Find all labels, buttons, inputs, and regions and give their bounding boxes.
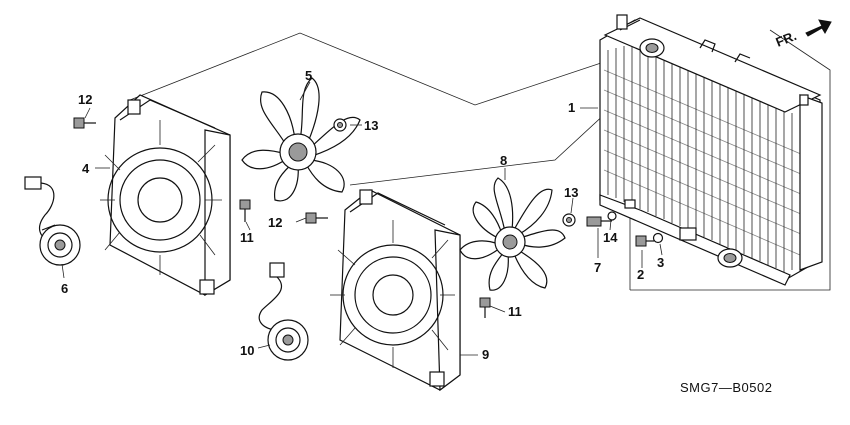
callout-2: 2 xyxy=(637,267,644,282)
bolt-12-lower xyxy=(305,212,328,224)
bolt-11-right xyxy=(479,297,491,318)
radiator-core xyxy=(607,44,809,272)
callout-leaders xyxy=(61,81,663,356)
callout-12-lower: 12 xyxy=(268,215,282,230)
callout-7: 7 xyxy=(594,260,601,275)
callout-14: 14 xyxy=(603,230,618,245)
callout-6: 6 xyxy=(61,281,68,296)
radiator xyxy=(599,14,823,286)
callout-13-upper: 13 xyxy=(364,118,378,133)
drain-plug xyxy=(586,211,617,227)
drain-cock-parts xyxy=(635,232,664,247)
bolt-11-left xyxy=(239,199,251,222)
callout-4: 4 xyxy=(82,161,90,176)
diagram-code: SMG7—B0502 xyxy=(680,380,772,395)
fan-shroud-right xyxy=(330,189,461,392)
nut-13-upper xyxy=(333,118,347,132)
callout-5: 5 xyxy=(305,68,312,83)
callout-11-right: 11 xyxy=(508,304,522,319)
callout-8: 8 xyxy=(500,153,507,168)
fan-shroud-left xyxy=(100,94,231,297)
callout-numbers: 1 2 3 4 5 6 7 8 9 10 11 11 12 12 13 13 1… xyxy=(61,68,664,362)
callout-12-upper: 12 xyxy=(78,92,92,107)
forward-arrow-icon xyxy=(805,19,832,37)
nut-13-lower xyxy=(562,213,576,227)
callout-10: 10 xyxy=(240,343,254,358)
front-direction-indicator: FR. xyxy=(774,19,832,50)
cooling-fan-lower xyxy=(459,177,566,291)
callout-13-lower: 13 xyxy=(564,185,578,200)
cooling-fan-upper xyxy=(241,77,361,202)
callout-9: 9 xyxy=(482,347,489,362)
fan-motor-left xyxy=(24,176,81,266)
callout-11-left: 11 xyxy=(240,230,254,245)
callout-1: 1 xyxy=(568,100,575,115)
bolt-12-upper xyxy=(73,117,96,129)
callout-3: 3 xyxy=(657,255,664,270)
direction-label: FR. xyxy=(774,28,799,50)
fan-motor-lower xyxy=(258,262,309,361)
